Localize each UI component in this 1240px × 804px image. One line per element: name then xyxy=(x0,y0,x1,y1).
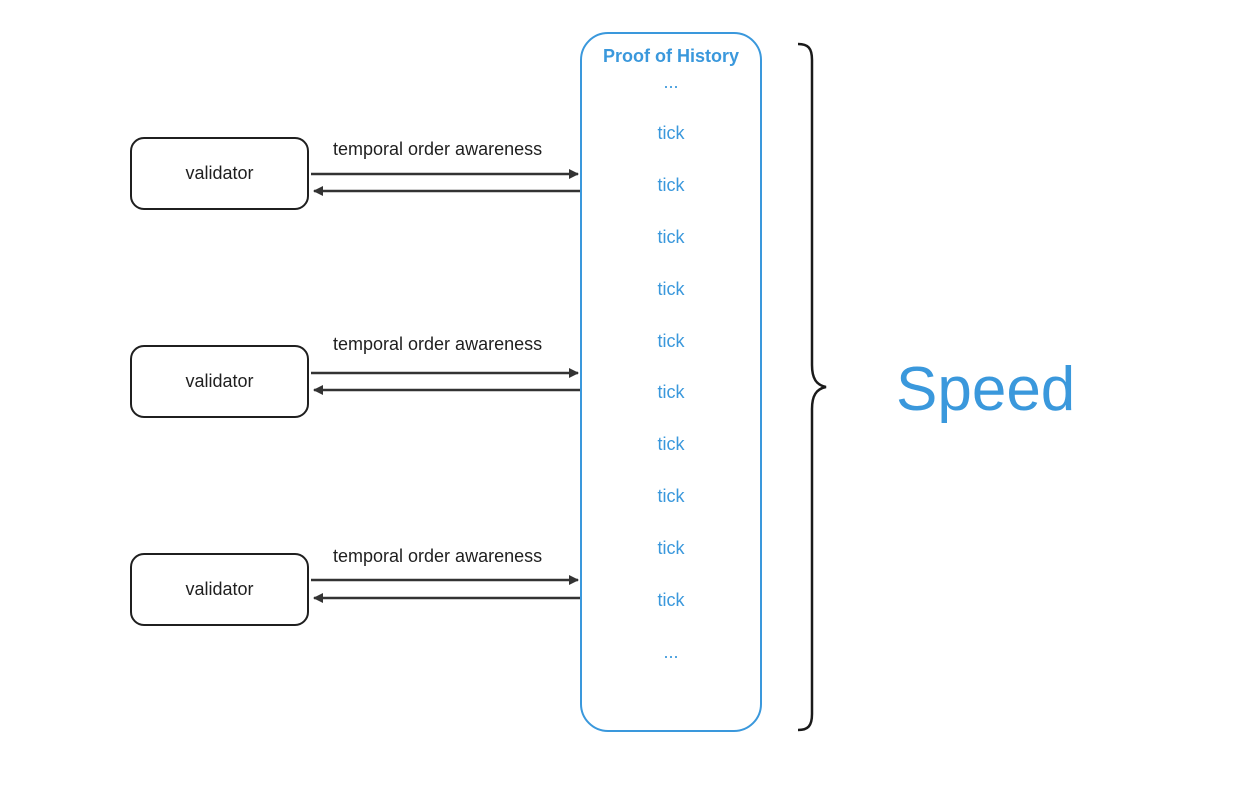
validator-node-3: validator xyxy=(130,553,309,626)
validator-node-2: validator xyxy=(130,345,309,418)
poh-tick: tick xyxy=(657,590,685,610)
poh-tick: tick xyxy=(657,434,685,454)
poh-tick: tick xyxy=(657,279,685,299)
curly-brace xyxy=(797,42,827,732)
speed-label: Speed xyxy=(896,355,1076,424)
poh-ellipsis-top: ... xyxy=(663,72,679,92)
poh-tick: tick xyxy=(657,123,685,143)
poh-tick: tick xyxy=(657,175,685,195)
poh-tick: tick xyxy=(657,486,685,506)
validator-node-1: validator xyxy=(130,137,309,210)
validator-label: validator xyxy=(185,371,254,391)
poh-tick: tick xyxy=(657,382,685,402)
poh-tick: tick xyxy=(657,538,685,558)
arrow-label-2: temporal order awareness xyxy=(333,334,543,354)
poh-title: Proof of History xyxy=(602,46,739,66)
poh-tick: tick xyxy=(657,227,685,247)
poh-ellipsis-bottom: ... xyxy=(663,642,679,662)
poh-tick: tick xyxy=(657,331,685,351)
validator-label: validator xyxy=(185,579,254,599)
validator-label: validator xyxy=(185,163,254,183)
arrow-label-3: temporal order awareness xyxy=(333,546,543,566)
arrow-label-1: temporal order awareness xyxy=(333,139,543,159)
proof-of-history-box: Proof of History ... tick tick tick tick… xyxy=(580,32,762,732)
